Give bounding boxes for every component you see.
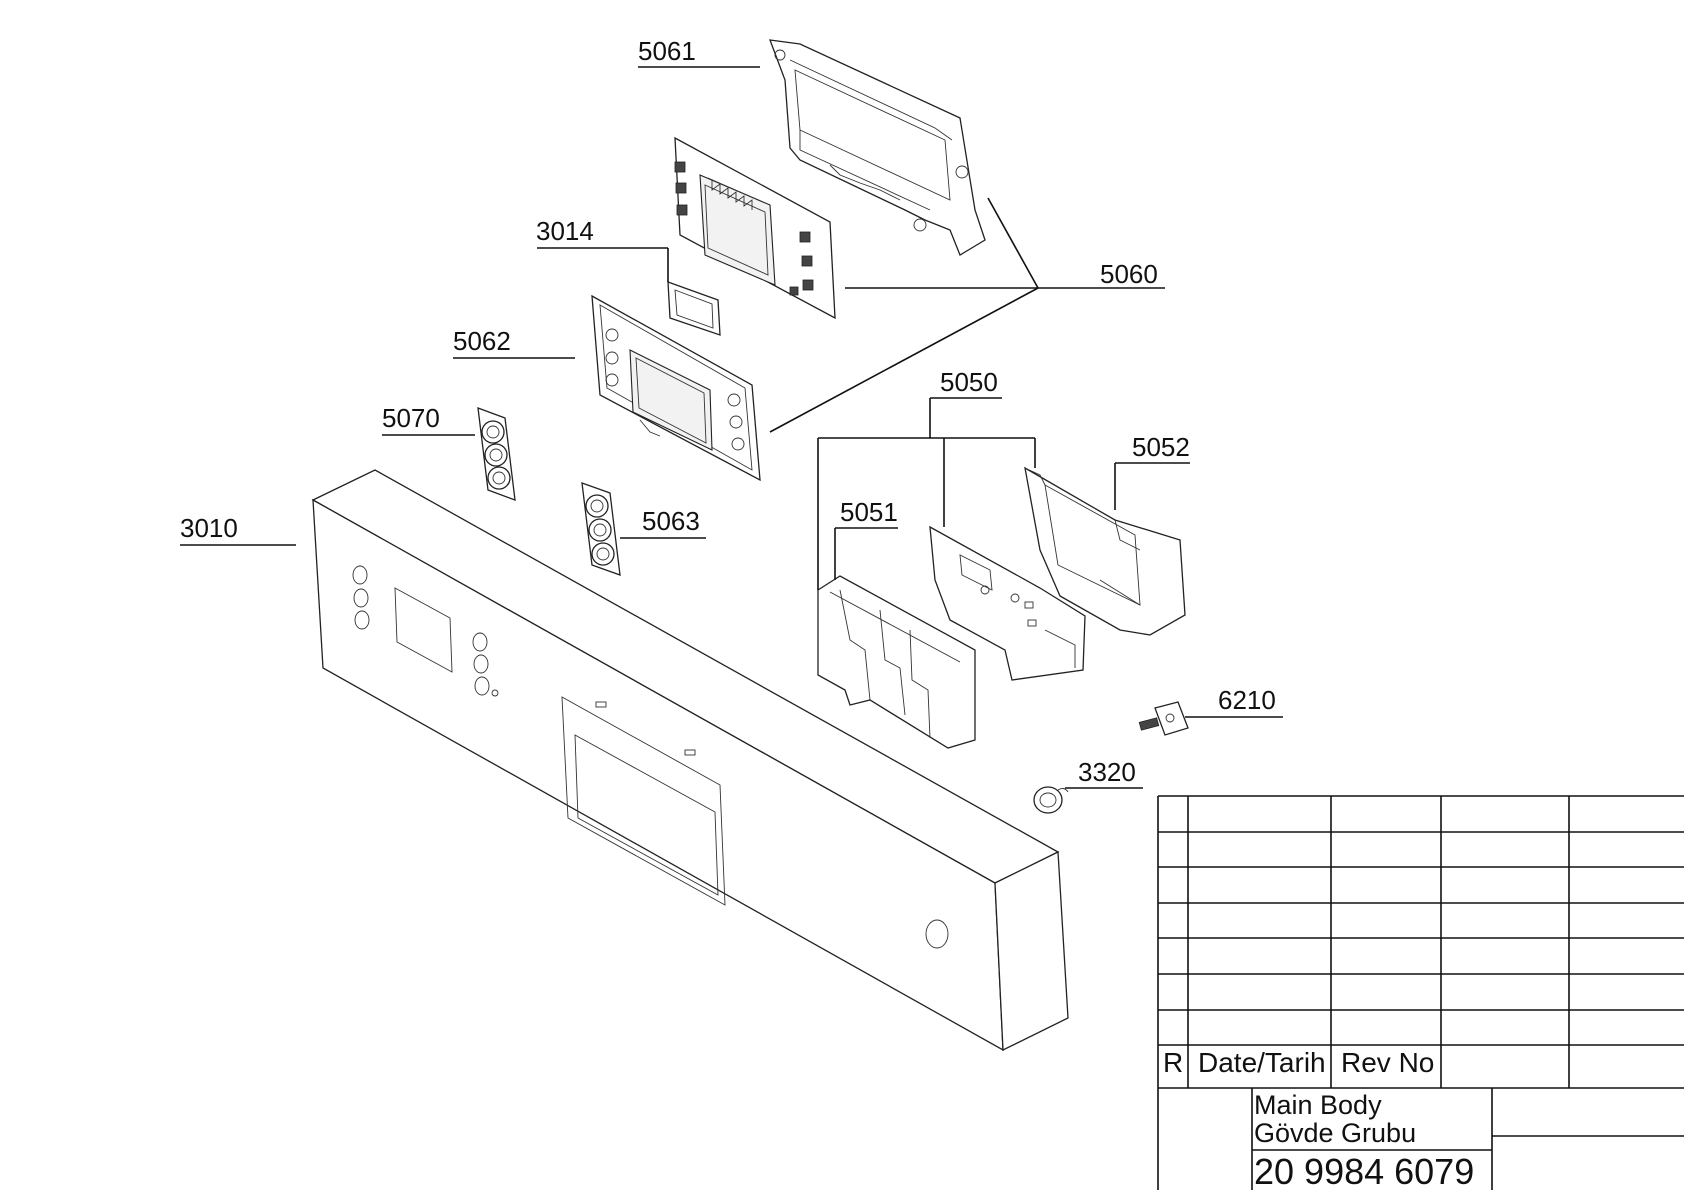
revision-header-r: R bbox=[1163, 1047, 1183, 1078]
callout-5061: 5061 bbox=[638, 36, 696, 66]
part-5050-pcb bbox=[929, 525, 1086, 681]
callout-3014: 3014 bbox=[536, 216, 594, 246]
callout-labels: 5061 3014 5060 5062 5070 3010 5063 5050 … bbox=[180, 36, 1276, 787]
part-5052-cover bbox=[1024, 466, 1186, 636]
callout-6210: 6210 bbox=[1218, 685, 1276, 715]
part-3014-gasket bbox=[667, 281, 721, 336]
part-5063-button-holder bbox=[581, 482, 621, 576]
callout-3010: 3010 bbox=[180, 513, 238, 543]
callout-5050: 5050 bbox=[940, 367, 998, 397]
callout-5063: 5063 bbox=[642, 506, 700, 536]
part-5062-carrier bbox=[591, 294, 761, 482]
part-3320-knob bbox=[1033, 786, 1069, 814]
callout-5060: 5060 bbox=[1100, 259, 1158, 289]
part-5061-frame bbox=[769, 39, 986, 256]
title-turkish: Gövde Grubu bbox=[1254, 1118, 1416, 1148]
callout-5052: 5052 bbox=[1132, 432, 1190, 462]
callout-5062: 5062 bbox=[453, 326, 511, 356]
drawing-number: 20 9984 6079 bbox=[1254, 1151, 1474, 1190]
part-5060-pcb bbox=[674, 136, 836, 320]
part-5070-button-holder bbox=[477, 407, 516, 501]
callout-5070: 5070 bbox=[382, 403, 440, 433]
revision-header-rev-no: Rev No bbox=[1341, 1047, 1434, 1078]
callout-5051: 5051 bbox=[840, 497, 898, 527]
leader-lines bbox=[180, 66, 1283, 789]
revision-header-date: Date/Tarih bbox=[1198, 1047, 1326, 1078]
title-english: Main Body bbox=[1254, 1090, 1382, 1120]
part-3010-control-panel bbox=[311, 469, 1069, 1052]
title-block: R Date/Tarih Rev No Main Body Gövde Grub… bbox=[1157, 795, 1684, 1190]
part-6210-switch bbox=[1138, 701, 1189, 736]
callout-3320: 3320 bbox=[1078, 757, 1136, 787]
part-5051-bracket bbox=[817, 575, 976, 749]
